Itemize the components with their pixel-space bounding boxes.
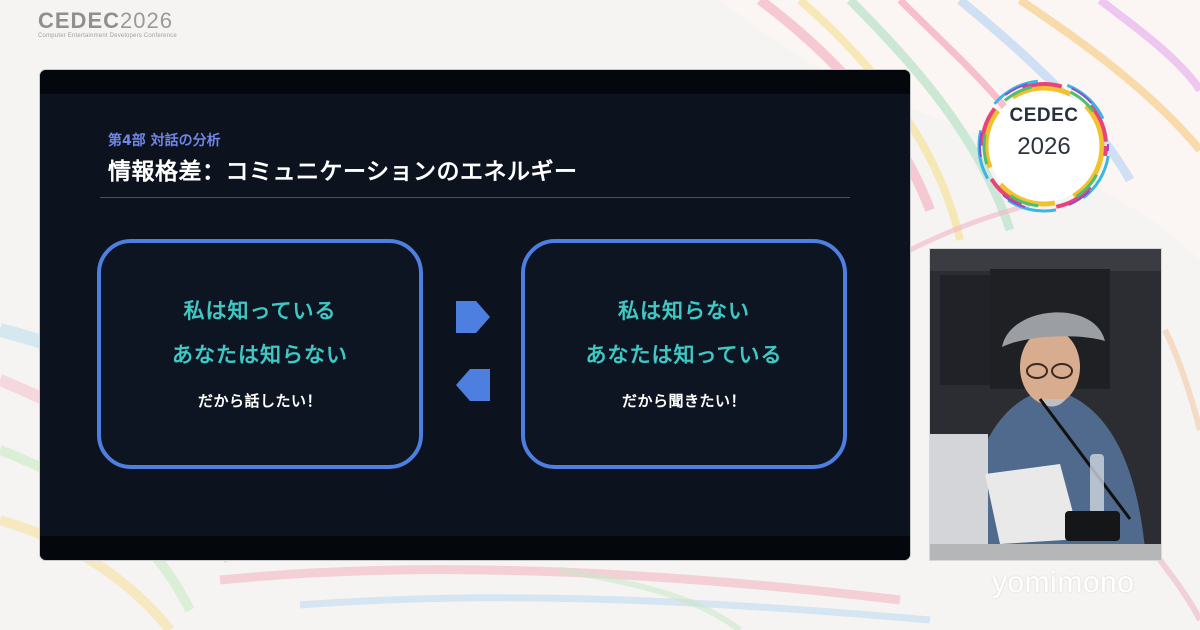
- ring-logo-year: 2026: [1017, 133, 1071, 160]
- arrow-left-icon: [456, 369, 490, 401]
- water-bottle: [1090, 454, 1104, 514]
- top-logo-wordmark: CEDEC: [38, 8, 121, 33]
- slide-bottom-band: [40, 536, 910, 560]
- speaker-cap: [1002, 312, 1105, 347]
- left-box-line3: だから話したい！: [197, 391, 322, 410]
- watermark: yomimono: [992, 566, 1135, 599]
- papers: [985, 464, 1080, 544]
- right-statement-box: 私は知らない あなたは知っている だから聞きたい！: [521, 239, 847, 469]
- top-logo-tagline: Computer Entertainment Developers Confer…: [38, 33, 177, 39]
- slide-title: 情報格差：コミュニケーションのエネルギー: [108, 159, 578, 185]
- speaker-video-frame: [930, 249, 1161, 560]
- left-statement-box: 私は知っている あなたは知らない だから話したい！: [97, 239, 423, 469]
- left-box-line1: 私は知っている: [183, 298, 337, 323]
- left-box-line2: あなたは知らない: [172, 342, 348, 367]
- ring-logo-wordmark: CEDEC: [1009, 105, 1079, 126]
- section-label: 第4部 対話の分析: [108, 133, 221, 149]
- slide-top-band: [40, 70, 910, 94]
- top-logo-year: 2026: [120, 8, 173, 33]
- speaker-video-feed: [929, 248, 1162, 561]
- right-box-line1: 私は知らない: [618, 298, 750, 323]
- microphone: [1038, 398, 1132, 520]
- title-divider: [100, 197, 850, 198]
- right-box-line3: だから聞きたい！: [621, 391, 746, 410]
- arrow-right-icon: [456, 301, 490, 333]
- ring-logo-graphic: [977, 79, 1111, 213]
- speaker-face: [1020, 329, 1080, 405]
- cedec-ring-logo-icon: CEDEC 2026: [976, 78, 1112, 214]
- presentation-slide: 第4部 対話の分析 情報格差：コミュニケーションのエネルギー 私は知っている あ…: [40, 70, 910, 560]
- top-cedec-logo: CEDEC2026 Computer Entertainment Develop…: [38, 10, 198, 40]
- right-box-line2: あなたは知っている: [585, 342, 783, 367]
- laptop: [930, 434, 988, 544]
